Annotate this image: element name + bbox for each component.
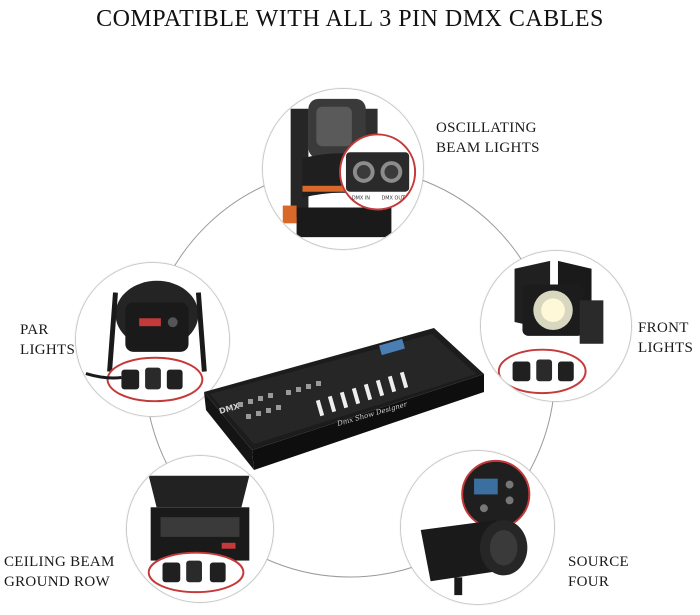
label-par-line2: LIGHTS — [20, 342, 76, 358]
label-oscillating-line2: BEAM LIGHTS — [436, 140, 540, 156]
dmx-in-label: DMX IN — [352, 196, 370, 202]
label-front-line2: LIGHTS — [638, 340, 694, 356]
page-title: COMPATIBLE WITH ALL 3 PIN DMX CABLES — [96, 6, 604, 32]
label-ceiling-line2: GROUND ROW — [4, 574, 110, 590]
dmx-out-label: DMX OUT — [382, 196, 406, 202]
label-par: PAR LIGHTS — [20, 320, 75, 360]
dmx-controller-image: DMX Dmx Show Designer — [198, 322, 488, 472]
source-four-light-image — [400, 450, 555, 605]
label-source-line2: FOUR — [568, 574, 610, 590]
label-ceiling-line1: CEILING BEAM — [4, 554, 115, 570]
label-oscillating-line1: OSCILLATING — [436, 120, 537, 136]
label-front-line1: FRONT — [638, 320, 689, 336]
label-oscillating: OSCILLATING BEAM LIGHTS — [436, 118, 540, 158]
par-light-image — [75, 262, 230, 417]
label-ceiling: CEILING BEAM GROUND ROW — [4, 552, 115, 592]
front-light-image — [480, 250, 632, 402]
label-source-line1: SOURCE — [568, 554, 629, 570]
label-source: SOURCE FOUR — [568, 552, 629, 592]
oscillating-beam-light-image: DMX IN DMX OUT — [262, 88, 424, 250]
label-front: FRONT LIGHTS — [638, 318, 693, 358]
ceiling-beam-light-image — [126, 455, 274, 603]
label-par-line1: PAR — [20, 322, 49, 338]
